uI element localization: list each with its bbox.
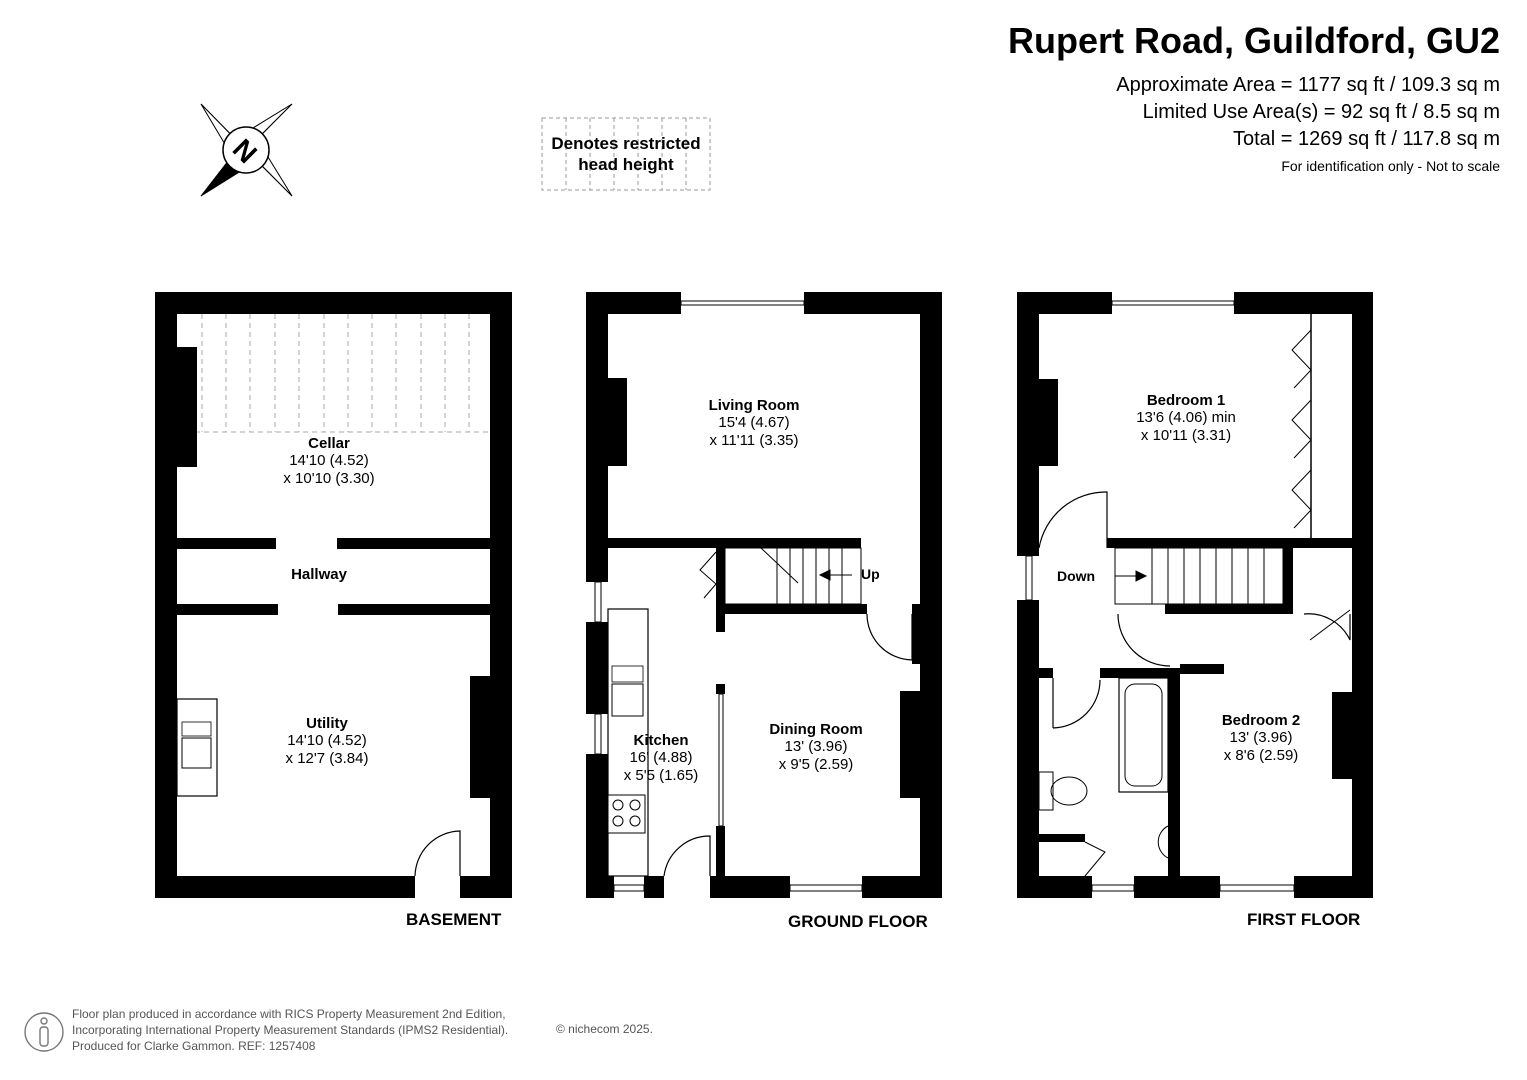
accessibility-person-icon <box>24 1012 64 1052</box>
room-living: Living Room 15'4 (4.67) x 11'11 (3.35) <box>709 397 800 450</box>
legend-label: Denotes restricted head height <box>542 118 710 190</box>
legend-line1: Denotes restricted <box>551 134 701 153</box>
room-dim: 13' (3.96) <box>1229 729 1293 746</box>
room-dim: x 10'11 (3.31) <box>1140 427 1232 444</box>
room-name: Bedroom 2 <box>1221 712 1301 729</box>
room-kitchen: Kitchen 16' (4.88) x 5'5 (1.65) <box>624 732 699 785</box>
room-dim: x 12'7 (3.84) <box>285 750 369 767</box>
total-area: Total = 1269 sq ft / 117.8 sq m <box>1232 128 1500 150</box>
room-cellar: Cellar 14'10 (4.52) x 10'10 (3.30) <box>283 435 374 488</box>
room-dim: 14'10 (4.52) <box>287 732 367 749</box>
room-dim: 13' (3.96) <box>784 738 848 755</box>
room-bedroom-1: Bedroom 1 13'6 (4.06) min x 10'11 (3.31) <box>1136 392 1236 445</box>
stair-down-label: Down <box>1057 568 1096 584</box>
room-dim: x 5'5 (1.65) <box>623 767 699 784</box>
property-title: Rupert Road, Guildford, GU2 <box>1008 20 1500 61</box>
compass-icon: N <box>200 103 293 197</box>
floor-label-basement: BASEMENT <box>406 910 502 929</box>
room-dim: x 9'5 (2.59) <box>778 756 854 773</box>
room-name: Cellar <box>308 435 350 452</box>
footer-line2: Incorporating International Property Mea… <box>72 1023 509 1037</box>
room-name: Hallway <box>291 566 347 583</box>
floor-label-first: FIRST FLOOR <box>1247 910 1361 929</box>
limited-use-area: Limited Use Area(s) = 92 sq ft / 8.5 sq … <box>1142 101 1500 123</box>
legend-box <box>541 117 711 191</box>
room-hallway: Hallway <box>291 566 347 583</box>
floor-label-ground: GROUND FLOOR <box>788 912 928 931</box>
room-bedroom-2: Bedroom 2 13' (3.96) x 8'6 (2.59) <box>1222 712 1300 765</box>
room-dim: 13'6 (4.06) min <box>1136 409 1236 426</box>
footer-text: Floor plan produced in accordance with R… <box>72 1006 508 1054</box>
footer-line3: Produced for Clarke Gammon. REF: 1257408 <box>72 1039 316 1053</box>
room-dim: 14'10 (4.52) <box>289 452 369 469</box>
scale-note: For identification only - Not to scale <box>1281 158 1500 174</box>
basement-plan <box>155 292 512 898</box>
room-dim: 15'4 (4.67) <box>718 414 790 431</box>
approx-area: Approximate Area = 1177 sq ft / 109.3 sq… <box>1116 74 1500 96</box>
room-name: Dining Room <box>769 721 863 738</box>
room-name: Utility <box>306 715 348 732</box>
first-floor-plan <box>1017 292 1373 898</box>
room-dim: x 11'11 (3.35) <box>709 432 799 449</box>
copyright-text: © nichecom 2025. <box>556 1022 653 1036</box>
room-dim: x 8'6 (2.59) <box>1223 747 1299 764</box>
room-name: Kitchen <box>633 732 689 749</box>
room-dim: x 10'10 (3.30) <box>283 470 375 487</box>
room-utility: Utility 14'10 (4.52) x 12'7 (3.84) <box>286 715 369 768</box>
room-dining: Dining Room 13' (3.96) x 9'5 (2.59) <box>769 721 862 774</box>
ground-floor-plan <box>586 292 942 898</box>
room-name: Bedroom 1 <box>1146 392 1226 409</box>
room-name: Living Room <box>708 397 800 414</box>
room-dim: 16' (4.88) <box>629 749 693 766</box>
footer-line1: Floor plan produced in accordance with R… <box>72 1007 506 1021</box>
legend-line2: head height <box>578 155 674 174</box>
stair-up-label: Up <box>861 566 880 582</box>
